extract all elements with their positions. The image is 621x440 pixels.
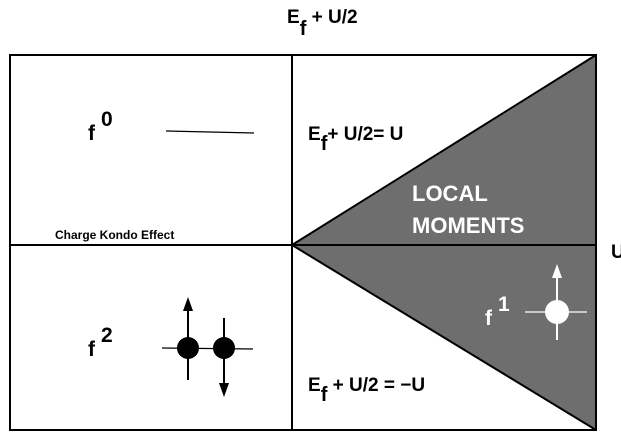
empty-level-line bbox=[165, 130, 255, 134]
local-moments-label-line1: LOCAL bbox=[412, 181, 488, 206]
diagram-frame bbox=[9, 54, 597, 431]
upper-line-label: Ef+ U/2= U bbox=[308, 124, 403, 155]
charge-kondo-caption: Charge Kondo Effect bbox=[55, 228, 174, 242]
f2-state-label: f2 bbox=[88, 324, 113, 361]
horizontal-axis-label: U bbox=[611, 242, 621, 263]
lower-line-label: Ef + U/2 = −U bbox=[308, 375, 425, 406]
local-moments-label-line2: MOMENTS bbox=[412, 213, 524, 238]
lower-boundary-line bbox=[291, 244, 597, 431]
f0-state-label: f0 bbox=[88, 108, 113, 145]
local-moments-region bbox=[292, 55, 596, 430]
f1-state-label: f1 bbox=[485, 293, 510, 330]
double-occupancy-icon bbox=[161, 297, 254, 397]
single-occupancy-icon bbox=[525, 264, 587, 340]
upper-boundary-line bbox=[291, 54, 597, 246]
vertical-axis-label: Ef + U/2 bbox=[287, 7, 358, 40]
